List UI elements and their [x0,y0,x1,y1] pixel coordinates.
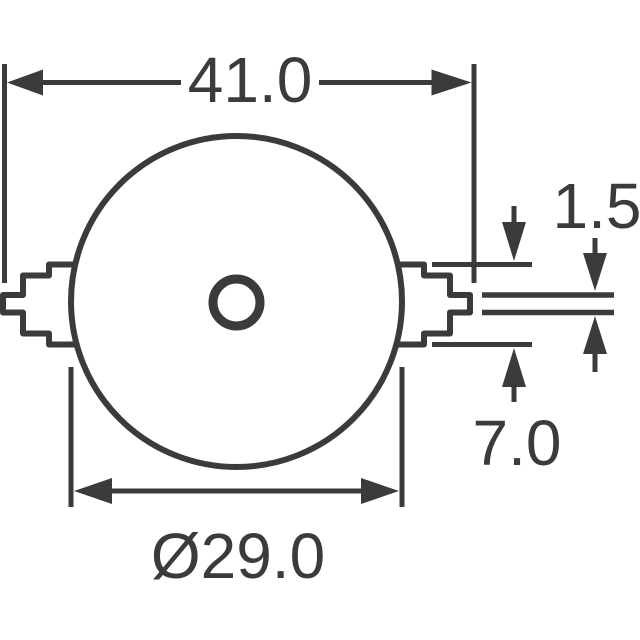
dimension-labels: 41.0 1.5 7.0 Ø29.0 [151,44,640,592]
dim-label-overall-width: 41.0 [188,44,313,116]
center-hole [208,274,265,331]
arrow-tab-height-up [502,348,526,387]
dim-label-tab-height: 7.0 [473,407,562,479]
arrow-diameter-left [74,478,112,504]
dim-label-body-diameter: Ø29.0 [151,520,325,592]
dim-label-lead-thickness: 1.5 [553,170,640,242]
left-mounting-tab [0,261,77,348]
arrow-lead-thickness-up [583,316,607,354]
dimension-linework [2,64,598,507]
arrow-overall-left [7,69,43,96]
body-circle [68,133,405,470]
arrow-diameter-right [361,478,399,504]
arrowheads [7,69,607,504]
right-mounting-tab [396,261,473,348]
arrow-overall-right [431,69,472,96]
arrow-lead-thickness-down [583,253,607,291]
arrow-tab-height-down [502,222,526,261]
object-outlines [0,133,614,470]
